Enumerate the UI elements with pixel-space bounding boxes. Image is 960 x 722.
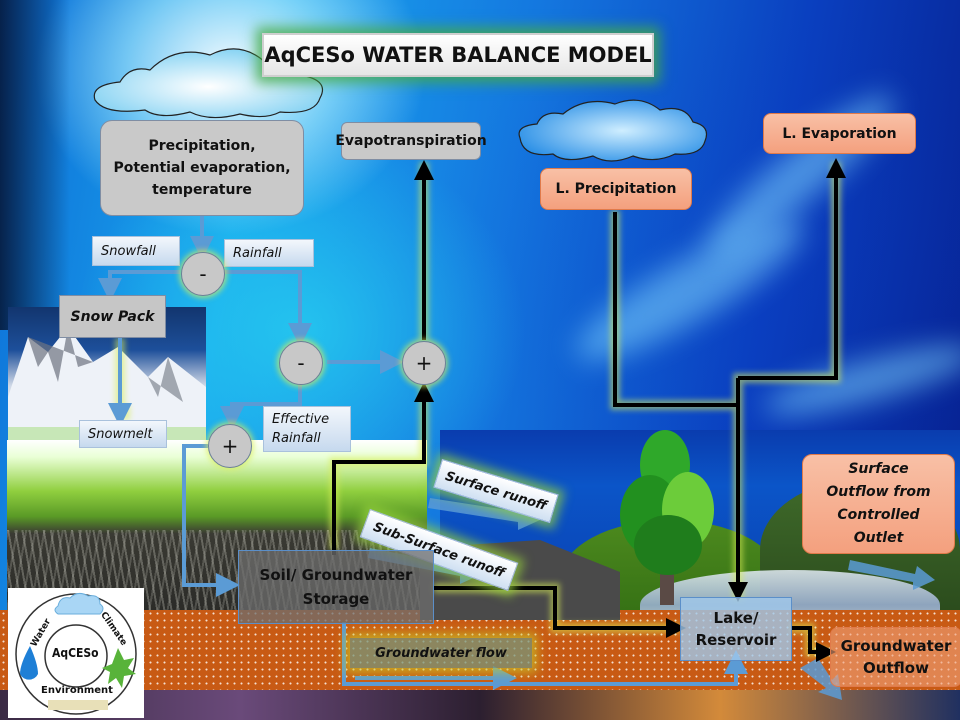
sum-melt-operator: + xyxy=(208,424,252,468)
logo-environment-text: Environment xyxy=(41,685,113,696)
groundwater-outflow-box: Groundwater Outflow xyxy=(830,627,960,687)
diagram-title: AqCESo WATER BALANCE MODEL xyxy=(262,33,654,77)
subtract-operator: - xyxy=(279,341,323,385)
rocks-image xyxy=(0,690,960,720)
snow-pack-box: Snow Pack xyxy=(59,295,166,338)
tree-illustration xyxy=(620,430,714,605)
effective-rainfall-label: Effective Rainfall xyxy=(263,406,351,452)
lake-reservoir-line: Reservoir xyxy=(695,631,777,649)
surface-outflow-line: Outflow from xyxy=(826,484,931,500)
tree-silhouette-image xyxy=(0,0,70,330)
groundwater-outflow-line: Groundwater xyxy=(840,637,952,655)
soil-storage-line: Soil/ Groundwater xyxy=(259,566,413,584)
surface-outflow-line: Outlet xyxy=(853,530,904,546)
logo-center-text: AqCESo xyxy=(52,646,99,660)
forcing-line: temperature xyxy=(152,182,252,198)
forcing-line: Potential evaporation, xyxy=(113,160,291,176)
surface-outflow-box: Surface Outflow from Controlled Outlet xyxy=(802,454,955,554)
soil-storage-line: Storage xyxy=(302,590,370,608)
aqceso-logo: AqCESo Water Climate Environment xyxy=(8,588,144,718)
lake-reservoir-line: Lake/ xyxy=(713,609,759,627)
evapotranspiration-box: Evapotranspiration xyxy=(335,122,487,160)
lake-precipitation-box: L. Precipitation xyxy=(540,168,692,210)
surface-outflow-line: Controlled xyxy=(837,507,920,523)
groundwater-outflow-line: Outflow xyxy=(863,659,929,677)
lake-reservoir-box: Lake/ Reservoir xyxy=(680,597,792,661)
split-operator: - xyxy=(181,252,225,296)
lake-evaporation-box: L. Evaporation xyxy=(763,113,916,154)
effective-rainfall-line: Effective xyxy=(272,412,330,427)
logo-graphic xyxy=(15,592,137,715)
forcing-line: Precipitation, xyxy=(148,138,256,154)
climate-forcing-box: Precipitation, Potential evaporation, te… xyxy=(100,120,304,216)
cloud-icon xyxy=(518,99,708,162)
surface-outflow-line: Surface xyxy=(848,461,909,477)
effective-rainfall-line: Rainfall xyxy=(272,431,321,446)
snowfall-label: Snowfall xyxy=(92,236,180,266)
snowmelt-label: Snowmelt xyxy=(79,420,167,448)
rainfall-label: Rainfall xyxy=(224,239,314,267)
groundwater-flow-label: Groundwater flow xyxy=(350,638,532,668)
sum-et-operator: + xyxy=(402,341,446,385)
soil-groundwater-storage-box: Soil/ Groundwater Storage xyxy=(238,550,434,624)
